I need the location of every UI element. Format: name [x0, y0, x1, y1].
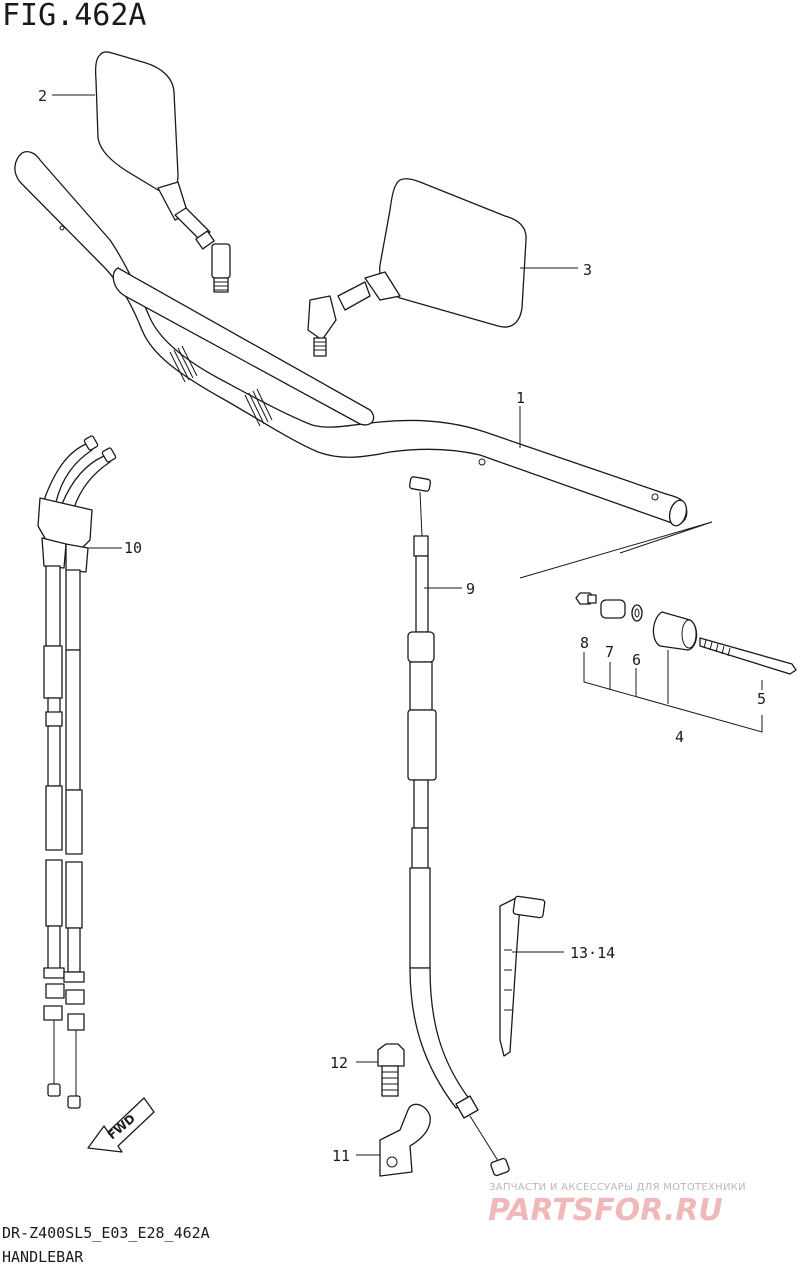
- clamp-bolt-part[interactable]: [377, 1043, 405, 1097]
- figure-title: FIG.462A: [2, 0, 147, 33]
- callout-7: 7: [605, 643, 614, 661]
- cable-tie-part[interactable]: [499, 895, 546, 1057]
- callout-11: 11: [332, 1147, 350, 1165]
- fwd-direction-icon: FWD: [87, 1097, 155, 1153]
- bar-end-nut-part[interactable]: [575, 592, 597, 605]
- callout-3: 3: [583, 261, 592, 279]
- bar-end-washer-part[interactable]: [631, 604, 643, 622]
- section-name: HANDLEBAR: [2, 1248, 84, 1266]
- callout-8: 8: [580, 634, 589, 652]
- bar-end-spacer-part[interactable]: [600, 599, 626, 619]
- bar-end-screw-part[interactable]: [699, 637, 797, 675]
- handlebar-part[interactable]: [14, 151, 689, 528]
- callout-1: 1: [516, 389, 525, 407]
- callout-5: 5: [757, 690, 766, 708]
- watermark-logo-text: PARTSFOR.RU: [488, 1193, 723, 1228]
- callout-6: 6: [632, 651, 641, 669]
- callout-2: 2: [38, 87, 47, 105]
- clutch-cable-part[interactable]: [407, 476, 510, 1177]
- callout-10: 10: [124, 539, 142, 557]
- callout-13-14: 13·14: [570, 944, 615, 962]
- callout-9: 9: [466, 580, 475, 598]
- watermark-caption: ЗАПЧАСТИ И АКСЕССУАРЫ ДЛЯ МОТОТЕХНИКИ: [489, 1182, 746, 1193]
- mirror-left-part[interactable]: [94, 51, 231, 293]
- throttle-cable-part[interactable]: [37, 435, 117, 1109]
- bar-end-weight-part[interactable]: [652, 611, 698, 651]
- watermark-logo: PARTSFOR.RU: [488, 1193, 723, 1228]
- model-code: DR-Z400SL5_E03_E28_462A: [2, 1224, 210, 1242]
- mirror-right-part[interactable]: [307, 178, 527, 357]
- callout-12: 12: [330, 1054, 348, 1072]
- cable-clamp-part[interactable]: [379, 1103, 431, 1177]
- callout-4: 4: [675, 728, 684, 746]
